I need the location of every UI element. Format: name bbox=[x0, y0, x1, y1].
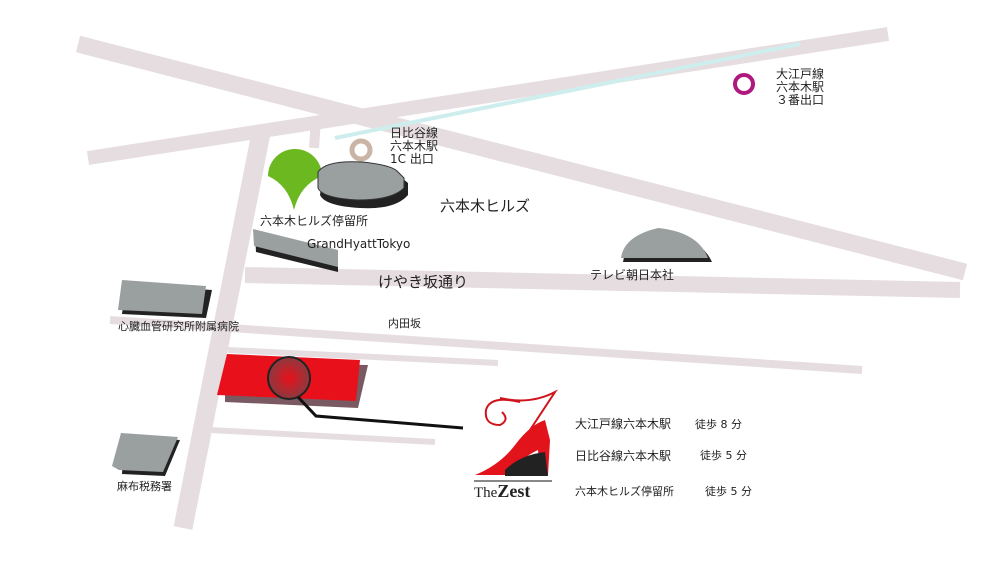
label-roppongi-hills: 六本木ヒルズ bbox=[440, 197, 531, 215]
magnifier-icon bbox=[267, 356, 311, 400]
road-uchidazaka bbox=[109, 316, 863, 374]
road-keyakizaka bbox=[244, 267, 961, 298]
road-short bbox=[309, 119, 321, 149]
label-grand-hyatt: GrandHyattTokyo bbox=[307, 237, 411, 251]
label-hospital: 心臓血管研究所附属病院 bbox=[118, 320, 239, 333]
roads bbox=[75, 27, 968, 530]
label-tax-office: 麻布税務署 bbox=[117, 480, 172, 493]
label-keyakizaka: けやき坂通り bbox=[378, 273, 469, 291]
label-hills-bus-stop: 六本木ヒルズ停留所 bbox=[260, 214, 369, 228]
access-time-3: 徒歩 5 分 bbox=[705, 485, 752, 498]
logo-text: TheZest bbox=[474, 481, 531, 501]
access-time-2: 徒歩 5 分 bbox=[700, 449, 747, 462]
label-hibiya-exit-2: 六本木駅 bbox=[390, 139, 439, 153]
building-tax-office bbox=[112, 433, 180, 476]
bus-stop-ginkgo-icon bbox=[268, 149, 322, 210]
access-station-1: 大江戸線六本木駅 bbox=[575, 417, 672, 431]
access-station-2: 日比谷線六本木駅 bbox=[575, 449, 672, 463]
building-tv-asahi bbox=[621, 228, 712, 262]
building-hospital bbox=[118, 280, 212, 318]
hibiya-exit-marker-icon bbox=[349, 138, 373, 162]
building-grand-hyatt bbox=[253, 229, 338, 272]
label-oedo-exit-1: 大江戸線 bbox=[776, 67, 825, 81]
road-diagonal-main bbox=[75, 35, 968, 281]
the-zest-logo-icon bbox=[474, 389, 558, 482]
road-small-2 bbox=[209, 427, 436, 445]
building-roppongi-hills bbox=[317, 161, 408, 209]
label-hibiya-exit-1: 日比谷線 bbox=[390, 126, 439, 140]
road-upper bbox=[86, 27, 890, 165]
leader-line bbox=[296, 395, 464, 430]
road-small-1 bbox=[227, 347, 499, 366]
logo-the: The bbox=[474, 485, 498, 501]
label-tv-asahi: テレビ朝日本社 bbox=[590, 268, 675, 282]
label-oedo-exit-2: 六本木駅 bbox=[776, 80, 825, 94]
label-hibiya-exit-3: 1C 出口 bbox=[390, 152, 434, 166]
label-uchidazaka: 内田坂 bbox=[388, 317, 421, 330]
oedo-exit-marker-icon bbox=[733, 73, 755, 95]
subway-line bbox=[334, 42, 801, 140]
logo-zest: Zest bbox=[497, 481, 531, 501]
access-station-3: 六本木ヒルズ停留所 bbox=[575, 485, 674, 498]
access-time-1: 徒歩 8 分 bbox=[695, 418, 742, 431]
label-oedo-exit-3: ３番出口 bbox=[776, 93, 825, 107]
